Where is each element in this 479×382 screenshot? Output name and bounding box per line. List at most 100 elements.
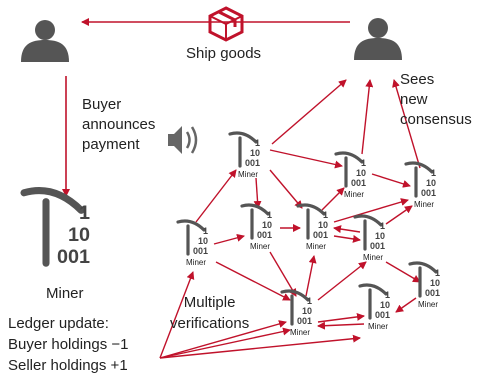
- svg-text:Miner: Miner: [344, 190, 364, 199]
- svg-text:10: 10: [426, 178, 436, 188]
- svg-text:Miner: Miner: [368, 322, 388, 331]
- network-link-c-e: [269, 169, 303, 209]
- multi-line: verifications: [170, 315, 250, 332]
- ledger-line: Buyer holdings −1: [8, 336, 129, 353]
- svg-text:001: 001: [297, 316, 312, 326]
- ledger-to-miner-b: [159, 271, 195, 359]
- network-link-f-seller: [361, 79, 374, 155]
- svg-text:10: 10: [198, 236, 208, 246]
- svg-text:001: 001: [370, 241, 385, 251]
- network-link-f-h: [371, 173, 411, 188]
- network-link-i-e: [305, 255, 317, 297]
- svg-text:1: 1: [435, 268, 440, 278]
- network-link-h-seller: [392, 79, 421, 169]
- svg-text:Miner: Miner: [414, 200, 434, 209]
- network-link-e-f: [321, 187, 345, 211]
- svg-text:1: 1: [255, 138, 260, 148]
- svg-text:001: 001: [245, 158, 260, 168]
- svg-text:001: 001: [425, 288, 440, 298]
- ledger-to-miner-j: [159, 334, 361, 359]
- network-link-j-i: [317, 321, 365, 330]
- arrows-layer: [62, 18, 421, 359]
- network-link-g-e: [333, 225, 361, 234]
- ledger-line: Ledger update:: [8, 315, 109, 332]
- svg-text:1: 1: [380, 221, 385, 231]
- svg-text:1: 1: [267, 210, 272, 220]
- svg-text:10: 10: [318, 220, 328, 230]
- network-link-d-i: [269, 251, 297, 297]
- sees-line: new: [400, 91, 428, 108]
- network-link-g-h: [385, 205, 413, 225]
- ledger-to-miner-i: [159, 320, 287, 359]
- svg-text:Miner: Miner: [238, 170, 258, 179]
- announce-line: announces: [82, 116, 156, 133]
- ledger-line: Seller holdings +1: [8, 357, 128, 374]
- svg-text:1: 1: [361, 158, 366, 168]
- seller-person-icon: [354, 18, 402, 60]
- svg-text:001: 001: [421, 188, 436, 198]
- big-miner-label: Miner: [46, 285, 84, 302]
- svg-text:Miner: Miner: [186, 258, 206, 267]
- svg-text:10: 10: [380, 300, 390, 310]
- buyer-announces-label: Buyer announces payment: [82, 95, 155, 155]
- announce-line: Buyer: [82, 96, 122, 113]
- package-icon: [208, 6, 244, 42]
- svg-text:Miner: Miner: [418, 300, 438, 309]
- svg-text:001: 001: [257, 230, 272, 240]
- network-link-b-i: [215, 261, 291, 301]
- ship-goods-label: Ship goods: [186, 45, 262, 62]
- multiple-verifications-label: Multiple verifications: [170, 292, 249, 334]
- svg-text:10: 10: [68, 224, 90, 246]
- svg-text:10: 10: [262, 220, 272, 230]
- svg-text:10: 10: [302, 306, 312, 316]
- svg-text:1: 1: [203, 226, 208, 236]
- network-link-b-d: [213, 233, 245, 245]
- svg-text:1: 1: [385, 290, 390, 300]
- svg-text:10: 10: [356, 168, 366, 178]
- network-link-b-c: [195, 169, 237, 223]
- network-link-c-seller: [271, 79, 347, 145]
- network-link-e-h: [333, 198, 409, 223]
- svg-text:1: 1: [307, 296, 312, 306]
- svg-text:001: 001: [313, 230, 328, 240]
- multi-line: Multiple: [183, 294, 236, 311]
- announce-line: payment: [82, 136, 140, 153]
- svg-text:001: 001: [375, 310, 390, 320]
- svg-text:1: 1: [323, 210, 328, 220]
- buyer-person-icon: [21, 20, 69, 62]
- sees-consensus-label: Sees new consensus: [400, 70, 472, 130]
- svg-text:1: 1: [431, 168, 436, 178]
- ledger-update-text: Ledger update: Buyer holdings −1 Seller …: [8, 313, 129, 376]
- svg-text:10: 10: [250, 148, 260, 158]
- network-link-g-k: [385, 261, 421, 283]
- svg-text:Miner: Miner: [250, 242, 270, 251]
- svg-text:001: 001: [57, 246, 90, 268]
- svg-text:10: 10: [430, 278, 440, 288]
- sees-line: Sees: [400, 71, 435, 88]
- network-link-c-f: [269, 149, 343, 169]
- svg-text:10: 10: [375, 231, 385, 241]
- svg-text:Miner: Miner: [363, 253, 383, 262]
- sees-line: consensus: [400, 111, 472, 128]
- nodes-layer: 110001110001Miner110001Miner110001Miner1…: [20, 6, 440, 337]
- speaker-icon: [168, 126, 198, 154]
- svg-text:001: 001: [193, 246, 208, 256]
- ledger-to-miner-i2: [159, 327, 291, 359]
- network-link-k-j: [395, 297, 417, 313]
- network-link-i-j: [317, 312, 365, 323]
- svg-text:1: 1: [79, 202, 90, 224]
- network-link-c-d: [253, 177, 262, 209]
